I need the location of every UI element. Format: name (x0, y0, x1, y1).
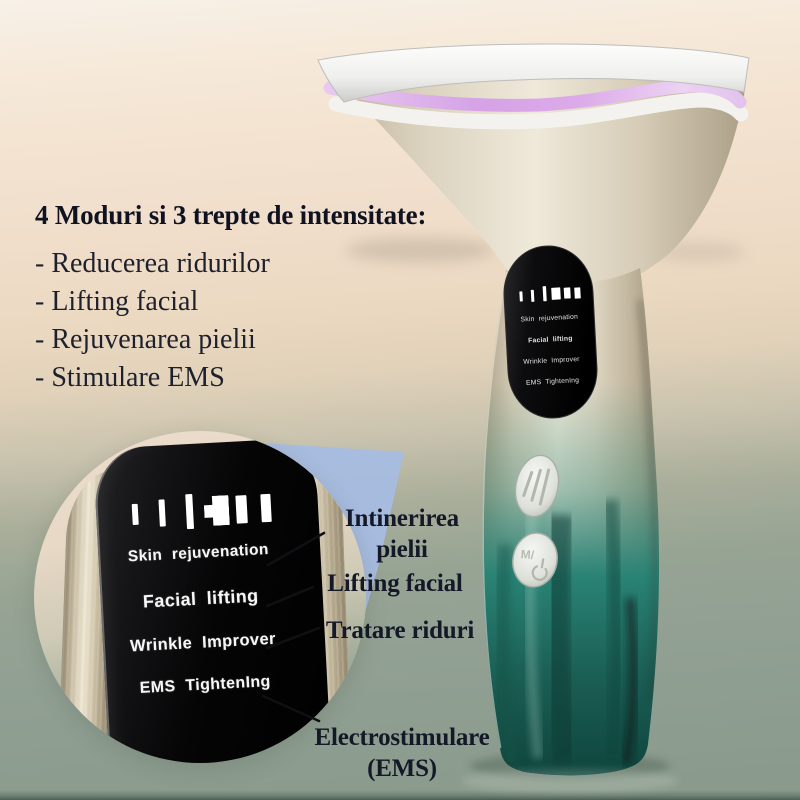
inset-mode-3: Wrinkle Improver (129, 629, 277, 656)
callout-text-line: Electrostimulare (314, 724, 490, 751)
intensity-block-2 (235, 495, 248, 524)
intensity-bar-2 (158, 499, 166, 527)
callout-label-skin-rejuvenation: Intinerirea pielii (318, 503, 486, 565)
intro-title: 4 Moduri si 3 trepte de intensitate: (35, 200, 427, 230)
callout-label-wrinkle-treatment: Tratare riduri (308, 615, 492, 646)
inset-display-panel: Skin rejuvenation Facial lifting Wrinkle… (92, 437, 334, 763)
intensity-block-3 (260, 493, 272, 523)
inset-mode-2: Facial lifting (142, 585, 259, 612)
callout-text-line: pielii (376, 536, 428, 563)
callout-label-ems: Electrostimulare (EMS) (298, 722, 506, 784)
intensity-block-1 (203, 495, 230, 526)
bullet-skin-rejuvenation: - Rejuvenarea pielii (35, 324, 256, 355)
intensity-bar-1 (131, 503, 139, 526)
intro-text-block: 4 Moduri si 3 trepte de intensitate: - R… (35, 200, 495, 397)
callout-label-facial-lifting: Lifting facial (305, 568, 485, 599)
inset-mode-1: Skin rejuvenation (127, 540, 270, 566)
callout-text-line: Tratare riduri (325, 617, 475, 644)
bullet-wrinkle-reduction: - Reducerea ridurilor (35, 248, 270, 279)
intro-bullets: - Reducerea ridurilor - Lifting facial -… (35, 245, 495, 397)
intensity-bar-3 (185, 493, 195, 530)
bullet-ems-stimulation: - Stimulare EMS (35, 362, 225, 393)
callout-text-line: (EMS) (367, 755, 437, 782)
callout-text-line: Intinerirea (345, 505, 459, 532)
bullet-facial-lifting: - Lifting facial (35, 286, 199, 317)
inset-mode-4: EMS TightenIng (139, 673, 272, 697)
callout-text-line: Lifting facial (327, 570, 463, 597)
bottom-edge-band (0, 790, 800, 800)
